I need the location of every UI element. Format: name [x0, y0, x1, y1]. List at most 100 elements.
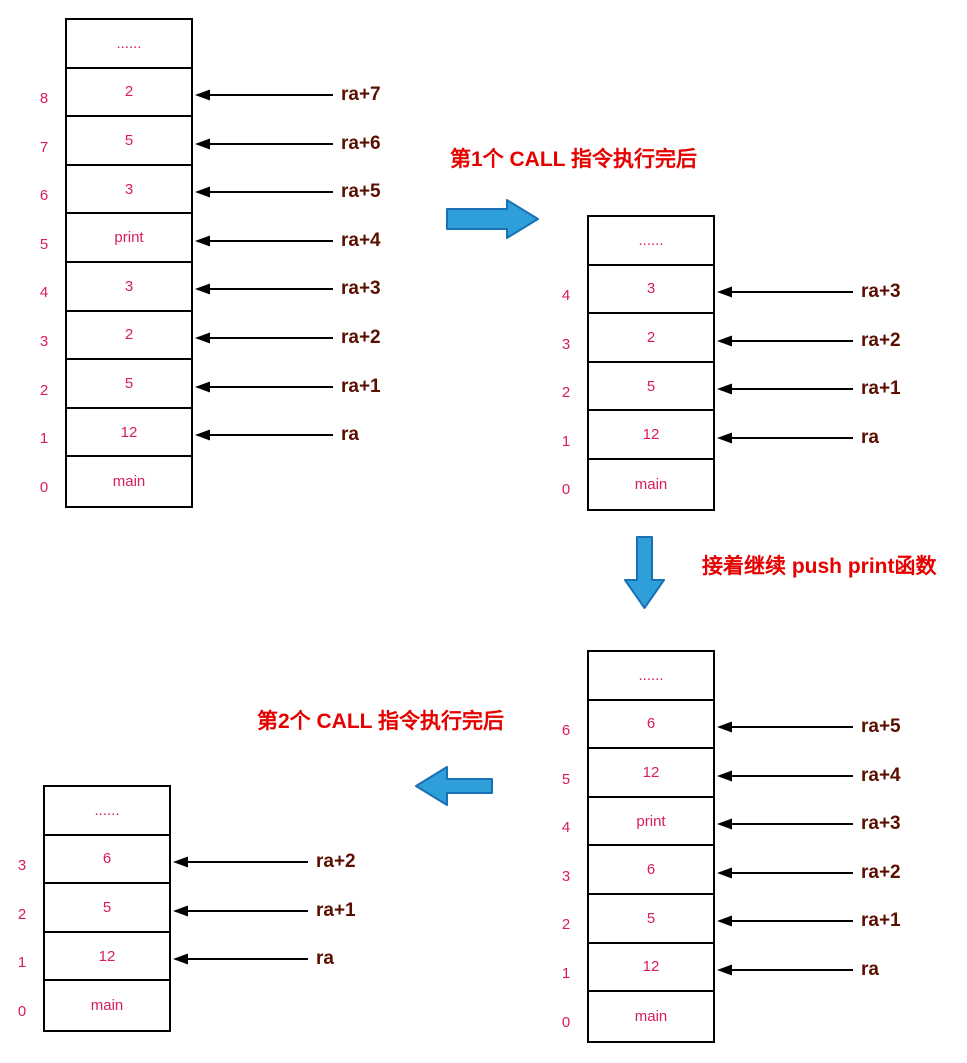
index-label: 1	[561, 964, 571, 982]
stack-cell: print	[67, 214, 191, 263]
pointer-label: ra+1	[861, 378, 901, 400]
stack-cell: ......	[589, 652, 713, 701]
cell-value: 3	[124, 277, 134, 295]
pointer-label: ra	[861, 426, 879, 448]
index-label: 4	[39, 284, 49, 302]
pointer-row: ra	[195, 425, 359, 444]
stack-cell: 12	[589, 749, 713, 798]
pointer-label: ra+2	[316, 850, 356, 872]
pointer-label: ra+1	[861, 910, 901, 932]
stack-cell: ......	[45, 787, 169, 836]
pointer-arrow-icon	[717, 964, 853, 976]
stack-cell: ......	[67, 20, 191, 69]
pointer-arrow-icon	[717, 432, 853, 444]
stack-cell: 12	[67, 409, 191, 458]
pointer-row: ra+3	[717, 280, 901, 302]
stack-cell: 2	[67, 69, 191, 118]
stack-cell: 12	[589, 944, 713, 993]
pointer-row: ra+2	[717, 329, 901, 351]
index-label: 0	[561, 481, 571, 499]
cell-value: 6	[646, 861, 656, 879]
stack-cell: 12	[45, 933, 169, 982]
stack-cell: ......	[589, 217, 713, 266]
pointer-arrow-icon	[195, 235, 333, 247]
index-label: 3	[39, 332, 49, 350]
index-label: 3	[17, 856, 27, 874]
index-label: 0	[17, 1002, 27, 1020]
blue-arrow-right-icon	[446, 199, 539, 239]
pointer-row: ra+4	[195, 231, 381, 250]
index-label: 5	[39, 235, 49, 253]
pointer-row: ra+5	[717, 715, 901, 737]
pointer-label: ra+4	[861, 764, 901, 786]
pointer-label: ra+3	[861, 280, 901, 302]
stack-cell: 6	[589, 846, 713, 895]
stack-cell: 2	[67, 312, 191, 361]
cell-value: 5	[124, 131, 134, 149]
cell-value: 3	[646, 280, 656, 298]
pointer-row: ra+2	[195, 328, 381, 347]
pointer-row: ra+6	[195, 132, 381, 154]
index-label: 1	[561, 432, 571, 450]
heading-push-print: 接着继续 push print函数	[702, 555, 937, 578]
cell-value: ......	[116, 34, 142, 52]
stack-cell: 12	[589, 411, 713, 460]
stack-cell: 3	[67, 263, 191, 312]
index-label: 0	[39, 478, 49, 496]
pointer-arrow-icon	[173, 856, 308, 868]
pointer-row: ra+1	[717, 910, 901, 932]
cell-value: print	[114, 229, 144, 247]
pointer-arrow-icon	[717, 867, 853, 879]
cell-value: 2	[124, 326, 134, 344]
cell-value: 12	[98, 947, 116, 965]
stack-cell: 3	[589, 266, 713, 315]
cell-value: 12	[642, 958, 660, 976]
pointer-label: ra+1	[341, 375, 381, 397]
cell-value: ......	[638, 666, 664, 684]
cell-value: 6	[646, 715, 656, 733]
pointer-row: ra+7	[195, 85, 381, 104]
pointer-label: ra+5	[861, 715, 901, 737]
index-label: 8	[39, 89, 49, 107]
pointer-label: ra	[316, 948, 334, 970]
index-label: 5	[561, 770, 571, 788]
pointer-label: ra+3	[861, 813, 901, 835]
pointer-arrow-icon	[717, 335, 853, 346]
pointer-row: ra+1	[173, 899, 356, 921]
stack-cell: main	[589, 460, 713, 509]
pointer-label: ra+1	[316, 899, 356, 921]
pointer-arrow-icon	[195, 332, 333, 344]
stack-cell: 5	[589, 895, 713, 944]
stack-cell: main	[589, 992, 713, 1041]
stack-cell: 5	[67, 117, 191, 166]
stack-cell: 5	[45, 884, 169, 933]
index-label: 6	[39, 187, 49, 205]
index-label: 7	[39, 138, 49, 156]
index-label: 1	[39, 430, 49, 448]
index-label: 2	[561, 916, 571, 934]
pointer-label: ra+6	[341, 132, 381, 154]
stack-cell: main	[45, 981, 169, 1030]
index-label: 2	[561, 384, 571, 402]
pointer-arrow-icon	[195, 429, 333, 441]
stack-cell: 6	[589, 701, 713, 750]
cell-value: 2	[124, 83, 134, 101]
stack-cell: 2	[589, 314, 713, 363]
stack-cell: 6	[45, 836, 169, 885]
pointer-row: ra+3	[195, 279, 381, 298]
cell-value: 5	[102, 898, 112, 916]
pointer-label: ra+2	[861, 329, 901, 351]
pointer-row: ra	[717, 960, 879, 979]
pointer-label: ra+5	[341, 181, 381, 203]
cell-value: main	[634, 475, 668, 493]
pointer-row: ra+5	[195, 181, 381, 203]
pointer-arrow-icon	[195, 89, 333, 101]
index-label: 2	[39, 381, 49, 399]
stack-cell: 5	[67, 360, 191, 409]
pointer-row: ra+1	[195, 375, 381, 397]
pointer-arrow-icon	[195, 283, 333, 295]
